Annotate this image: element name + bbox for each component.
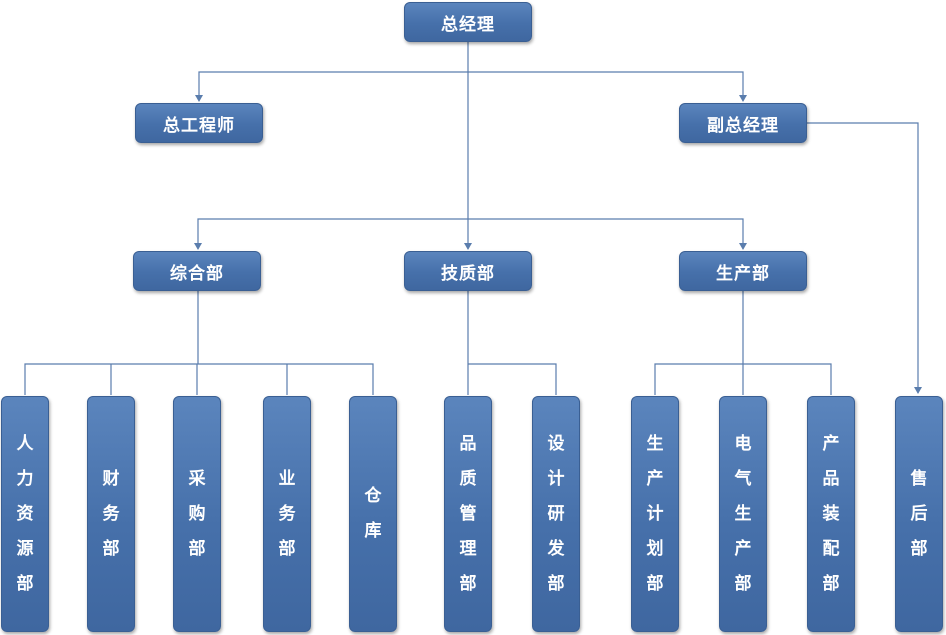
node-production-planning-dept: 生产计划部 [631, 396, 679, 632]
node-label: 仓库 [364, 486, 382, 541]
node-design-rd-dept: 设计研发部 [532, 396, 580, 632]
node-general-dept: 综合部 [133, 251, 261, 291]
node-label: 人力资源部 [16, 433, 34, 594]
node-tech-quality-dept: 技质部 [404, 251, 532, 291]
node-chief-engineer: 总工程师 [135, 103, 263, 143]
node-label: 生产计划部 [646, 433, 664, 594]
node-label: 产品装配部 [822, 433, 840, 594]
node-label: 品质管理部 [459, 433, 477, 594]
node-deputy-general-manager: 副总经理 [679, 103, 807, 143]
node-general-manager: 总经理 [404, 2, 532, 42]
node-label: 财务部 [102, 468, 120, 559]
node-warehouse: 仓库 [349, 396, 397, 632]
node-finance-dept: 财务部 [87, 396, 135, 632]
connector-deputy-gm-to-after-sales [806, 122, 922, 394]
connector-gm-to-chief-engineer [195, 42, 469, 102]
node-label: 设计研发部 [547, 433, 565, 594]
connector-production-children [654, 291, 832, 395]
node-label: 售后部 [910, 468, 928, 559]
node-quality-management-dept: 品质管理部 [444, 396, 492, 632]
node-purchasing-dept: 采购部 [173, 396, 221, 632]
node-hr-dept: 人力资源部 [1, 396, 49, 632]
connector-general-dept-children [24, 291, 374, 395]
node-product-assembly-dept: 产品装配部 [807, 396, 855, 632]
connector-to-production-dept [468, 218, 747, 250]
node-production-dept: 生产部 [679, 251, 807, 291]
connector-to-general-dept [194, 218, 468, 250]
connector-gm-to-deputy-gm [468, 71, 747, 102]
node-business-dept: 业务部 [263, 396, 311, 632]
node-label: 电气生产部 [734, 433, 752, 594]
connector-tech-quality-children [467, 291, 557, 395]
node-label: 采购部 [188, 468, 206, 559]
node-after-sales-dept: 售后部 [895, 396, 943, 632]
node-label: 业务部 [278, 468, 296, 559]
node-electrical-production-dept: 电气生产部 [719, 396, 767, 632]
